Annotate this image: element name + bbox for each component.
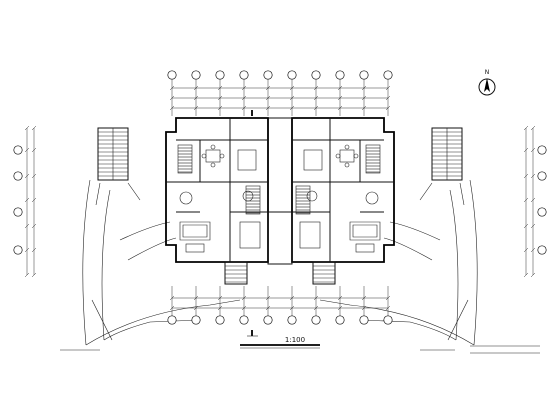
dimension-tick: [523, 247, 529, 253]
dimension-tick: [530, 247, 536, 253]
drawing-title-block: 1:100: [240, 336, 320, 349]
dimension-tick: [24, 125, 30, 131]
axis-bubble: [537, 245, 547, 255]
axis-bubble: [287, 315, 297, 325]
dimension-tick: [24, 147, 30, 153]
axis-bubble: [263, 315, 273, 325]
curved-terraces: [82, 179, 478, 346]
axis-bubble: [263, 70, 273, 80]
axis-bubble: [167, 315, 177, 325]
top-axis-bubbles: [167, 70, 393, 80]
axis-bubble: [537, 207, 547, 217]
axis-bubble: [215, 315, 225, 325]
left-exterior-stair: [95, 127, 141, 206]
corner-notes: [60, 345, 540, 354]
section-markers: [247, 110, 258, 337]
dimension-tick: [523, 147, 529, 153]
dimension-tick: [24, 223, 30, 229]
axis-bubble: [383, 315, 393, 325]
right-dimension-chain: [523, 125, 547, 278]
axis-bubble: [13, 245, 23, 255]
interior-stairs: [177, 144, 381, 215]
dimension-tick: [31, 147, 37, 153]
axis-bubble: [537, 171, 547, 181]
dimension-tick: [530, 223, 536, 229]
axis-bubble: [335, 70, 345, 80]
axis-bubble: [359, 315, 369, 325]
front-steps: [224, 261, 336, 285]
bottom-dimension-chains: [169, 286, 391, 316]
north-label: N: [485, 69, 490, 76]
dimension-tick: [530, 197, 536, 203]
dimension-tick: [24, 247, 30, 253]
axis-bubble: [13, 145, 23, 155]
dimension-tick: [31, 197, 37, 203]
dimension-tick: [523, 173, 529, 179]
axis-bubble: [311, 315, 321, 325]
right-exterior-stair: [419, 127, 465, 206]
dimension-tick: [24, 272, 30, 278]
dimension-tick: [31, 223, 37, 229]
dimension-tick: [530, 173, 536, 179]
bottom-axis-bubbles: [167, 315, 393, 325]
dimension-tick: [523, 223, 529, 229]
dimension-tick: [31, 272, 37, 278]
dimension-tick: [31, 173, 37, 179]
axis-bubble: [215, 70, 225, 80]
axis-bubble: [239, 315, 249, 325]
north-arrow: N: [478, 69, 496, 96]
left-dimension-chain: [13, 125, 37, 278]
dimension-tick: [530, 272, 536, 278]
dimension-tick: [530, 147, 536, 153]
drawing-scale: 1:100: [285, 336, 305, 344]
axis-bubble: [359, 70, 369, 80]
axis-bubble: [537, 145, 547, 155]
axis-bubble: [311, 70, 321, 80]
dimension-tick: [530, 125, 536, 131]
axis-bubble: [335, 315, 345, 325]
building-walls: [165, 117, 395, 265]
axis-bubble: [239, 70, 249, 80]
axis-bubble: [191, 70, 201, 80]
dimension-tick: [523, 125, 529, 131]
axis-bubble: [287, 70, 297, 80]
dimension-tick: [523, 197, 529, 203]
axis-bubble: [13, 207, 23, 217]
axis-bubble: [191, 315, 201, 325]
axis-bubble: [167, 70, 177, 80]
dimension-tick: [24, 173, 30, 179]
top-dimension-chains: [169, 79, 391, 116]
dimension-tick: [31, 247, 37, 253]
furniture: [179, 144, 381, 253]
axis-bubble: [13, 171, 23, 181]
dimension-tick: [31, 125, 37, 131]
dimension-tick: [24, 197, 30, 203]
dimension-tick: [523, 272, 529, 278]
axis-bubble: [383, 70, 393, 80]
